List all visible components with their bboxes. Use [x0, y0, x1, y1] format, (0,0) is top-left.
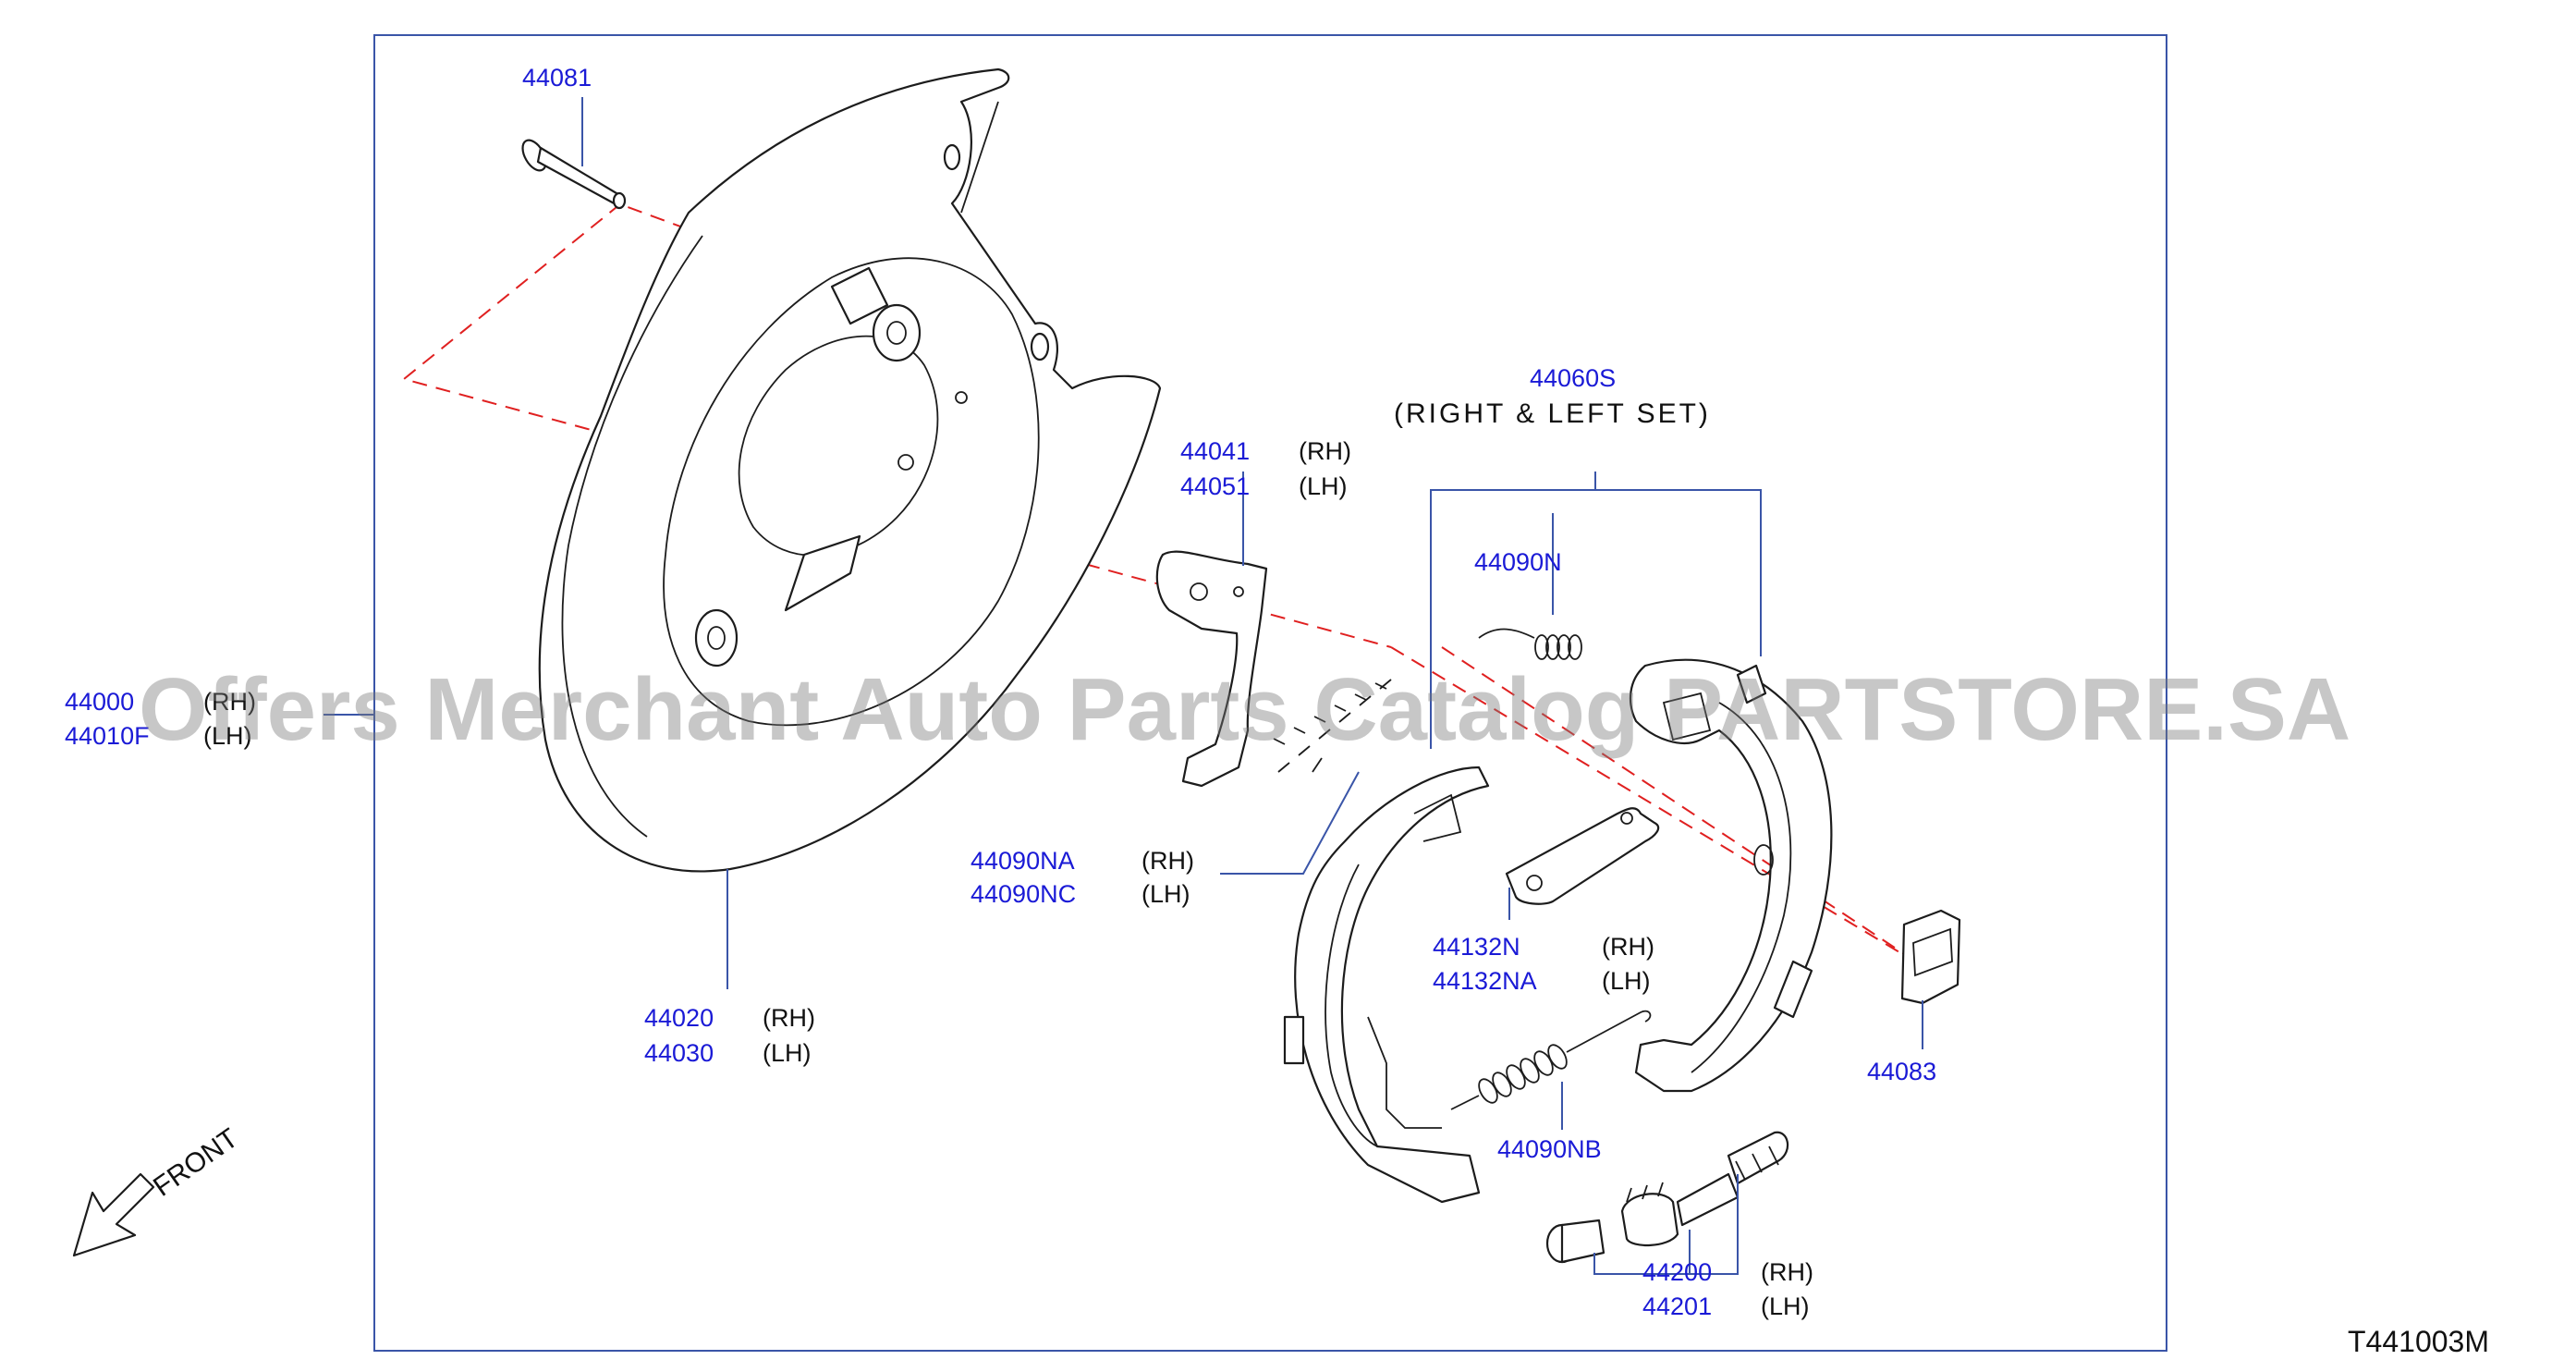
adjuster-44200[interactable]: [1545, 1131, 1789, 1264]
side-44041: (RH): [1299, 437, 1351, 465]
brake-shoe-right[interactable]: [1630, 658, 1833, 1093]
spring-44090N[interactable]: [1478, 628, 1582, 660]
strut-44132N[interactable]: [1505, 807, 1660, 905]
watermark: Offers Merchant Auto Parts Catalog PARTS…: [139, 660, 2350, 759]
label-44060S[interactable]: 44060S: [1530, 364, 1616, 392]
side-44090NA: (RH): [1141, 847, 1194, 875]
side-44201: (LH): [1761, 1292, 1810, 1320]
side-44090NC: (LH): [1141, 880, 1190, 908]
set-description: (RIGHT & LEFT SET): [1394, 398, 1711, 429]
spring-44090NA[interactable]: [1273, 679, 1392, 773]
side-44010F: (LH): [203, 722, 252, 750]
side-44200: (RH): [1761, 1258, 1813, 1286]
label-44201[interactable]: 44201: [1642, 1292, 1712, 1320]
label-44090NA[interactable]: 44090NA: [971, 847, 1075, 875]
bolt-44081[interactable]: [518, 136, 627, 210]
side-44132NA: (LH): [1602, 967, 1651, 995]
label-44081[interactable]: 44081: [522, 64, 592, 92]
leader-lines: [324, 97, 1923, 1275]
drawing-code: T441003M: [2348, 1325, 2489, 1358]
label-44090N[interactable]: 44090N: [1474, 548, 1562, 576]
label-44132N[interactable]: 44132N: [1433, 933, 1520, 961]
label-44000[interactable]: 44000: [65, 688, 134, 716]
lever-44041[interactable]: [1155, 550, 1268, 788]
side-44000: (RH): [203, 688, 256, 716]
label-44200[interactable]: 44200: [1642, 1258, 1712, 1286]
spring-44090NB[interactable]: [1450, 1010, 1652, 1110]
brake-shoe-left[interactable]: [1283, 766, 1490, 1204]
label-44132NA[interactable]: 44132NA: [1433, 967, 1537, 995]
diagram-frame: [373, 34, 2167, 1352]
label-44020[interactable]: 44020: [644, 1004, 714, 1032]
label-44041[interactable]: 44041: [1180, 437, 1250, 465]
label-44090NB[interactable]: 44090NB: [1497, 1135, 1602, 1163]
backing-plate-44020[interactable]: [538, 67, 1162, 873]
side-44132N: (RH): [1602, 933, 1654, 961]
label-44010F[interactable]: 44010F: [65, 722, 150, 750]
front-label: FRONT: [148, 1122, 244, 1202]
label-44090NC[interactable]: 44090NC: [971, 880, 1076, 908]
label-44051[interactable]: 44051: [1180, 472, 1250, 500]
clip-44083[interactable]: [1900, 909, 1961, 1005]
side-44051: (LH): [1299, 472, 1348, 500]
front-arrow: FRONT: [72, 1122, 244, 1257]
label-44083[interactable]: 44083: [1867, 1058, 1936, 1085]
label-44030[interactable]: 44030: [644, 1039, 714, 1067]
side-44020: (RH): [763, 1004, 815, 1032]
side-44030: (LH): [763, 1039, 812, 1067]
